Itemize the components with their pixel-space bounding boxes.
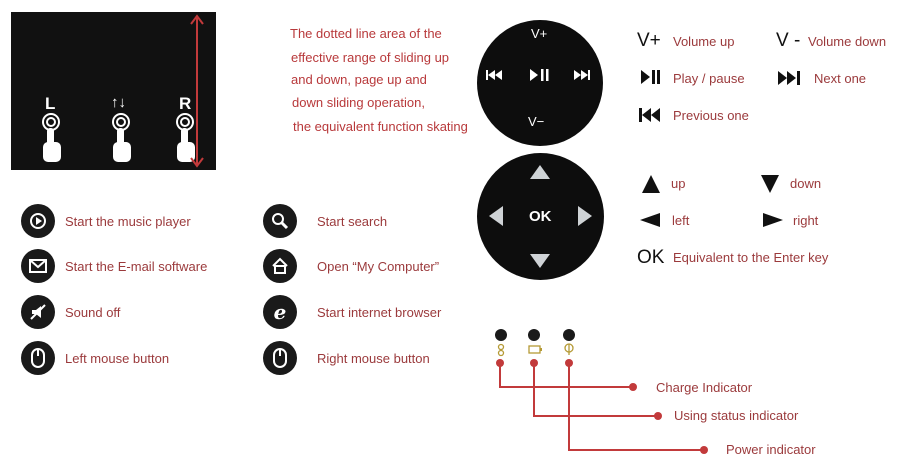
legend-next-icon <box>778 71 800 85</box>
touchpad-desc-line-2: effective range of sliding up <box>291 50 450 65</box>
power-end-dot <box>700 446 708 454</box>
legend-up-arrow-icon <box>642 175 660 193</box>
status-led <box>528 329 540 341</box>
slide-range-arrow <box>190 14 204 168</box>
charge-end-dot <box>629 383 637 391</box>
touchpad-desc-line-4: down sliding operation, <box>292 95 425 110</box>
wheel-previous-icon <box>486 70 502 80</box>
shortcut-label-browser: Start internet browser <box>317 305 442 320</box>
legend-up-label: up <box>671 176 686 191</box>
legend-play-pause-icon <box>641 70 660 84</box>
charge-led <box>495 329 507 341</box>
browser-icon: e <box>263 295 297 329</box>
legend-down-label: down <box>790 176 822 191</box>
power-connector-dot <box>565 359 573 367</box>
power-led <box>563 329 575 341</box>
legend-volume-up-symbol: V+ <box>637 30 661 51</box>
left-mouse-icon <box>21 341 55 375</box>
status-end-dot <box>654 412 662 420</box>
home-icon <box>263 249 297 283</box>
touchpad-desc-line-5: the equivalent function skating <box>293 119 468 134</box>
shortcut-label-sound-off: Sound off <box>65 305 121 320</box>
shortcut-label-right-mouse: Right mouse button <box>317 351 430 366</box>
wheel-play-pause-icon <box>530 69 549 81</box>
touchpad-desc-line-1: The dotted line area of the <box>290 26 442 41</box>
legend-down-arrow-icon <box>761 175 779 193</box>
charge-leader-h <box>499 386 633 388</box>
music-player-icon <box>21 204 55 238</box>
search-icon <box>263 204 297 238</box>
status-leader-h <box>533 415 659 417</box>
media-wheel: V+ V− <box>477 20 603 146</box>
legend-right-label: right <box>793 213 819 228</box>
left-click-label: L <box>45 94 56 113</box>
legend-previous-icon <box>639 108 660 122</box>
indicator-symbols <box>497 343 574 357</box>
shortcut-label-left-mouse: Left mouse button <box>65 351 170 366</box>
shortcut-label-email: Start the E-mail software <box>65 259 208 274</box>
power-leader-h <box>568 449 704 451</box>
status-connector-dot <box>530 359 538 367</box>
legend-left-arrow-icon <box>640 213 660 227</box>
touchpad-area: L ↑↓ R <box>11 12 216 170</box>
charge-connector-dot <box>496 359 504 367</box>
right-mouse-icon <box>263 341 297 375</box>
legend-volume-down-symbol: V - <box>776 30 801 51</box>
shortcut-label-music: Start the music player <box>65 214 191 229</box>
email-icon <box>21 249 55 283</box>
legend-ok-symbol: OK <box>637 247 665 268</box>
power-leader-v <box>568 364 570 450</box>
nav-ok-label: OK <box>529 208 552 225</box>
legend-volume-up-label: Volume up <box>673 34 735 49</box>
shortcut-label-search: Start search <box>317 214 388 229</box>
scroll-label: ↑↓ <box>111 94 126 111</box>
wheel-next-icon <box>574 70 590 80</box>
shortcut-label-my-computer: Open “My Computer” <box>317 259 440 274</box>
legend-next-label: Next one <box>814 71 867 86</box>
legend-previous-label: Previous one <box>673 108 749 123</box>
nav-wheel-arrows <box>489 165 592 268</box>
right-click-label: R <box>179 94 192 113</box>
legend-volume-down-label: Volume down <box>808 34 887 49</box>
legend-left-label: left <box>672 213 690 228</box>
nav-wheel: OK <box>477 153 604 280</box>
wheel-volume-down: V− <box>528 114 545 129</box>
wheel-volume-up: V+ <box>531 26 548 41</box>
charge-leader-v <box>499 364 501 387</box>
indicator-label-status: Using status indicator <box>674 408 799 423</box>
indicator-label-charge: Charge Indicator <box>656 380 753 395</box>
sound-off-icon <box>21 295 55 329</box>
legend-play-pause-label: Play / pause <box>673 71 745 86</box>
finger-touch-icons <box>42 113 195 162</box>
legend-right-arrow-icon <box>763 213 783 227</box>
legend-ok-label: Equivalent to the Enter key <box>673 250 829 265</box>
touchpad-desc-line-3: and down, page up and <box>291 72 427 87</box>
indicator-label-power: Power indicator <box>726 442 816 457</box>
status-leader-v <box>533 364 535 416</box>
